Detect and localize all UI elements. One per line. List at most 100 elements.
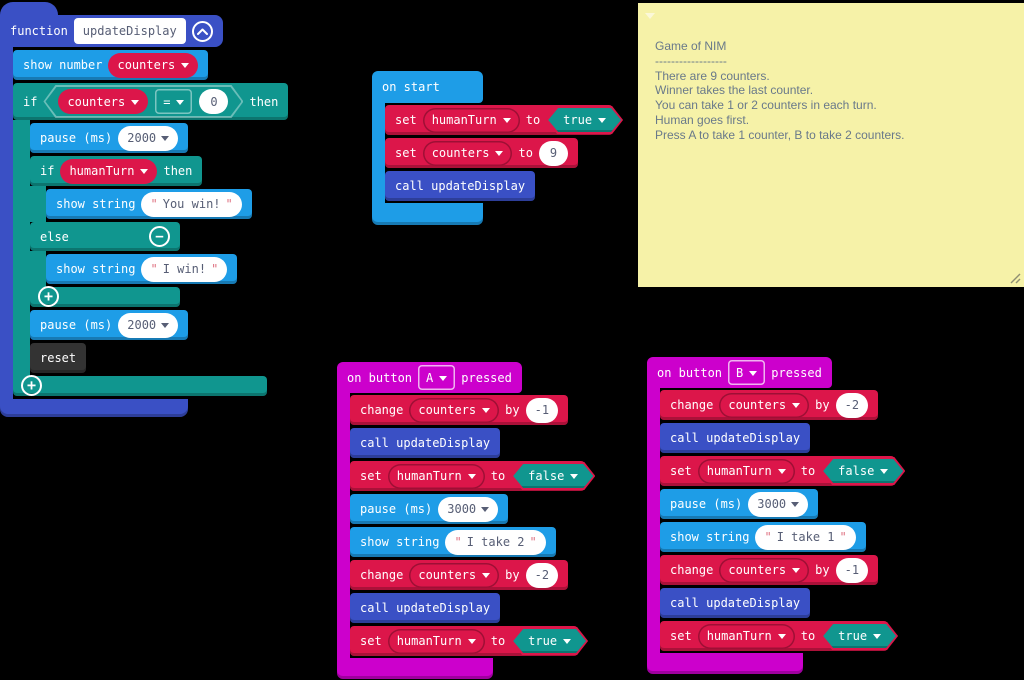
variable-dropdown-humanTurn[interactable]: humanTurn: [60, 158, 158, 184]
string-field[interactable]: "You win!": [141, 191, 242, 217]
note-line: Winner takes the last counter.: [655, 83, 814, 98]
pause-duration-dropdown[interactable]: 3000: [748, 491, 809, 517]
set-variable-block[interactable]: set humanTurn to true: [660, 621, 888, 651]
dropdown-arrow-icon: [467, 474, 476, 479]
boolean-dropdown-true[interactable]: true: [823, 624, 896, 648]
variable-name: counters: [418, 568, 477, 582]
pause-block[interactable]: pause (ms) 3000: [350, 494, 509, 524]
variable-dropdown-humanTurn[interactable]: humanTurn: [697, 458, 795, 484]
show-string-block[interactable]: show string "I win!": [46, 254, 238, 284]
string-field[interactable]: "I win!": [141, 256, 228, 282]
call-function-block[interactable]: call updateDisplay: [385, 171, 536, 201]
on-button-pressed-block[interactable]: on button B pressed: [647, 357, 832, 388]
variable-dropdown-counters[interactable]: counters: [108, 52, 199, 78]
reset-block[interactable]: reset: [30, 343, 87, 373]
else-row[interactable]: else −: [30, 222, 180, 251]
number-field[interactable]: 9: [538, 140, 568, 166]
change-variable-block[interactable]: change counters by -2: [660, 390, 879, 420]
on-button-a-stack[interactable]: on button A pressed change counters by -…: [337, 362, 585, 679]
button-dropdown[interactable]: A: [418, 365, 456, 390]
boolean-dropdown-false[interactable]: false: [823, 459, 903, 483]
plus-circle-icon[interactable]: +: [21, 374, 42, 396]
variable-dropdown-counters[interactable]: counters: [719, 392, 810, 418]
call-function-block[interactable]: call updateDisplay: [660, 588, 811, 618]
variable-dropdown-humanTurn[interactable]: humanTurn: [387, 628, 485, 654]
change-variable-block[interactable]: change counters by -1: [660, 555, 879, 585]
comparison-operator-dropdown[interactable]: =: [155, 89, 192, 114]
variable-dropdown-humanTurn[interactable]: humanTurn: [697, 623, 795, 649]
pause-block[interactable]: pause (ms) 2000: [30, 310, 189, 340]
by-label: by: [815, 563, 830, 577]
pause-duration-dropdown[interactable]: 2000: [118, 125, 179, 151]
if-condition-row[interactable]: if humanTurn then: [30, 156, 203, 186]
number-field[interactable]: -2: [525, 562, 559, 588]
function-updateDisplay-stack[interactable]: function updateDisplay show number count…: [0, 2, 289, 417]
function-definition-block[interactable]: function updateDisplay: [0, 15, 223, 47]
set-variable-block[interactable]: set humanTurn to true: [385, 105, 613, 135]
number-field[interactable]: 0: [199, 89, 228, 114]
number-field[interactable]: -2: [835, 392, 869, 418]
function-name-field[interactable]: updateDisplay: [73, 18, 186, 44]
workspace-comment-note[interactable]: Game of NIM ------------------ There are…: [638, 3, 1024, 287]
set-label: set: [670, 464, 692, 478]
on-button-b-stack[interactable]: on button B pressed change counters by -…: [647, 357, 895, 674]
call-function-block[interactable]: call updateDisplay: [660, 423, 811, 453]
on-button-pressed-block[interactable]: on button A pressed: [337, 362, 522, 393]
boolean-dropdown-false[interactable]: false: [513, 464, 593, 488]
change-variable-block[interactable]: change counters by -2: [350, 560, 569, 590]
plus-circle-icon[interactable]: +: [38, 285, 59, 307]
pause-duration-dropdown[interactable]: 3000: [438, 496, 499, 522]
boolean-dropdown-true[interactable]: true: [513, 629, 586, 653]
variable-dropdown-counters[interactable]: counters: [58, 89, 148, 114]
pause-duration-dropdown[interactable]: 2000: [118, 312, 179, 338]
button-dropdown[interactable]: B: [728, 360, 766, 385]
variable-name: humanTurn: [69, 164, 135, 178]
show-number-block[interactable]: show number counters: [13, 50, 209, 80]
dropdown-arrow-icon: [176, 100, 184, 105]
change-label: change: [670, 563, 714, 577]
show-string-block[interactable]: show string "I take 1": [660, 522, 866, 552]
call-function-block[interactable]: call updateDisplay: [350, 428, 501, 458]
resize-handle-icon[interactable]: [1008, 271, 1021, 284]
open-quote: ": [764, 530, 772, 544]
show-string-block[interactable]: show string "I take 2": [350, 527, 556, 557]
dropdown-arrow-icon: [563, 639, 571, 644]
if-else-block-inner[interactable]: if humanTurn then show string "You win!": [30, 156, 252, 307]
call-function-block[interactable]: call updateDisplay: [350, 593, 501, 623]
note-line: ------------------: [655, 53, 727, 68]
set-variable-block[interactable]: set humanTurn to false: [660, 456, 895, 486]
set-variable-block[interactable]: set humanTurn to true: [350, 626, 578, 656]
variable-dropdown-counters[interactable]: counters: [409, 397, 500, 423]
pause-block[interactable]: pause (ms) 3000: [660, 489, 819, 519]
variable-dropdown-counters[interactable]: counters: [409, 562, 500, 588]
number-field[interactable]: -1: [525, 397, 559, 423]
variable-dropdown-humanTurn[interactable]: humanTurn: [387, 463, 485, 489]
show-string-block[interactable]: show string "You win!": [46, 189, 252, 219]
string-field[interactable]: "I take 1": [755, 524, 856, 550]
on-start-block[interactable]: on start: [372, 71, 483, 103]
change-label: change: [360, 568, 404, 582]
to-label: to: [800, 629, 816, 643]
note-line: Human goes first.: [655, 112, 750, 127]
number-field[interactable]: -1: [835, 557, 869, 583]
variable-dropdown-humanTurn[interactable]: humanTurn: [422, 107, 520, 133]
set-variable-block[interactable]: set counters to 9: [385, 138, 578, 168]
dropdown-arrow-icon: [502, 118, 511, 123]
dropdown-arrow-icon: [792, 403, 801, 408]
pause-label: pause (ms): [40, 318, 113, 332]
change-variable-block[interactable]: change counters by -1: [350, 395, 569, 425]
to-label: to: [518, 146, 533, 160]
minus-circle-icon[interactable]: −: [149, 226, 170, 247]
boolean-dropdown-true[interactable]: true: [548, 108, 621, 132]
on-button-label: on button: [347, 370, 413, 385]
string-field[interactable]: "I take 2": [445, 529, 546, 555]
if-condition-row[interactable]: if counters = 0 then: [13, 83, 289, 120]
variable-dropdown-counters[interactable]: counters: [719, 557, 810, 583]
if-else-block[interactable]: if counters = 0 then: [13, 83, 289, 396]
collapse-block-icon[interactable]: [191, 20, 213, 42]
chevron-down-icon[interactable]: [645, 13, 655, 19]
on-start-stack[interactable]: on start set humanTurn to true set count…: [372, 71, 613, 225]
variable-dropdown-counters[interactable]: counters: [422, 140, 513, 166]
pause-block[interactable]: pause (ms) 2000: [30, 123, 189, 153]
set-variable-block[interactable]: set humanTurn to false: [350, 461, 585, 491]
